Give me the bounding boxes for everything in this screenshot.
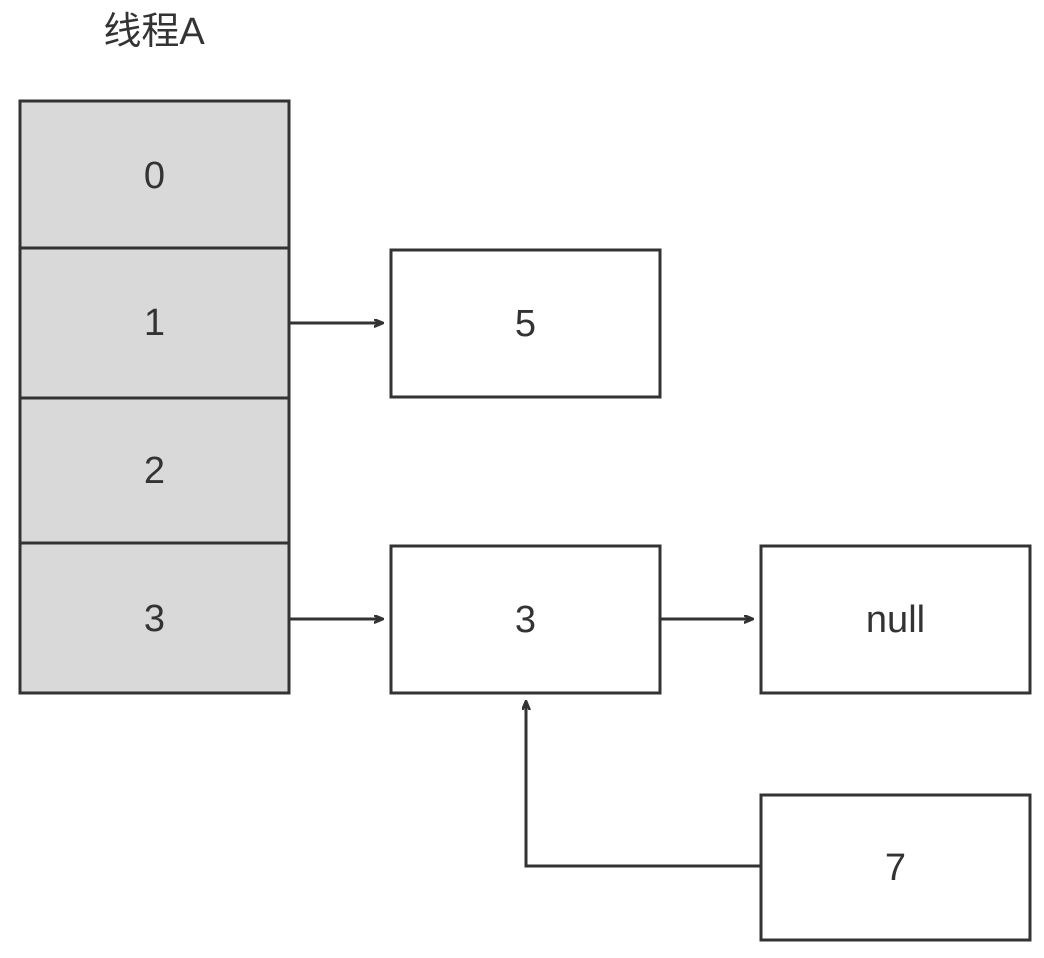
node-5[interactable]: 5 bbox=[389, 248, 662, 399]
edge-node7-to-node3 bbox=[526, 701, 761, 868]
array-cell-3[interactable] bbox=[18, 541, 291, 695]
node-7[interactable]: 7 bbox=[759, 793, 1032, 942]
array-cell-0-label: 0 bbox=[144, 155, 165, 197]
array-cell-1[interactable] bbox=[18, 246, 291, 400]
node-3[interactable]: 3 bbox=[389, 544, 662, 695]
array-cell-1-label: 1 bbox=[144, 302, 165, 344]
node-7-label: 7 bbox=[885, 847, 906, 889]
node-null[interactable]: null bbox=[759, 544, 1032, 695]
page-title: 线程A bbox=[103, 11, 205, 53]
thread-a-array: 0 1 2 3 bbox=[18, 99, 291, 695]
array-cell-2[interactable] bbox=[18, 396, 291, 545]
node-null-label: null bbox=[866, 599, 925, 641]
node-5-label: 5 bbox=[515, 303, 536, 345]
node-3-label: 3 bbox=[515, 599, 536, 641]
array-cell-2-label: 2 bbox=[144, 450, 165, 492]
array-cell-3-label: 3 bbox=[144, 598, 165, 640]
array-cell-0[interactable] bbox=[18, 99, 291, 250]
